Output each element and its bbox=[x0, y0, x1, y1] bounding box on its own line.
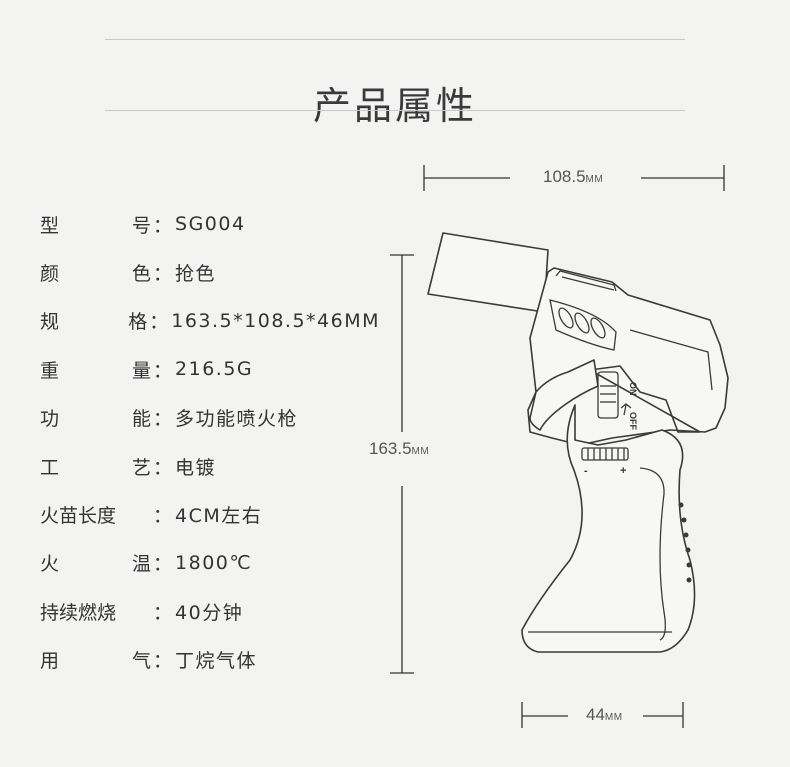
width-dimension-label: 108.5MM bbox=[543, 167, 604, 186]
torch-switch-panel bbox=[589, 365, 701, 433]
torch-vent-slot-1 bbox=[558, 307, 574, 329]
spec-label: 功能 bbox=[40, 408, 152, 431]
switch-on-label: ON bbox=[628, 382, 638, 396]
spec-row-craft: 工艺：电镀 bbox=[40, 442, 380, 490]
spec-label: 用气 bbox=[40, 650, 152, 673]
spec-row-flame-temp: 火温：1800℃ bbox=[40, 539, 380, 587]
spec-row-flame-length: 火苗长度：4CM左右 bbox=[40, 490, 380, 538]
spec-row-function: 功能：多功能喷火枪 bbox=[40, 394, 380, 442]
torch-head-body bbox=[527, 267, 729, 446]
dimension-lines bbox=[390, 165, 725, 728]
spec-label: 规格 bbox=[40, 311, 149, 334]
spec-row-size: 规格：163.5*108.5*46MM bbox=[40, 297, 380, 345]
spec-value-function: 多功能喷火枪 bbox=[175, 408, 299, 431]
torch-trigger bbox=[529, 359, 599, 431]
flame-minus-label: - bbox=[584, 465, 588, 477]
depth-dimension-label: 44MM bbox=[586, 705, 623, 724]
torch-grip-panel-edge bbox=[639, 467, 666, 641]
torch-power-switch bbox=[597, 371, 619, 419]
spec-label: 火苗长度 bbox=[40, 505, 117, 528]
page-title: 产品属性 bbox=[312, 84, 477, 129]
spec-label: 型号 bbox=[40, 214, 152, 237]
torch-vent-slot-3 bbox=[590, 317, 606, 339]
flame-plus-label: + bbox=[620, 465, 626, 477]
height-dimension-label: 163.5MM bbox=[369, 439, 430, 458]
spec-value-flame-length: 4CM左右 bbox=[175, 505, 263, 528]
spec-value-gas: 丁烷气体 bbox=[175, 650, 258, 673]
spec-label: 持续燃烧 bbox=[40, 601, 117, 624]
torch-handle bbox=[521, 404, 696, 653]
spec-label: 重量 bbox=[40, 359, 152, 382]
spec-label: 火温 bbox=[40, 553, 152, 576]
spec-value-model: SG004 bbox=[175, 213, 246, 236]
torch-markings: ON OFF - + bbox=[584, 382, 638, 477]
title-rule-top bbox=[105, 39, 685, 40]
spec-row-gas: 用气：丁烷气体 bbox=[40, 636, 380, 684]
spec-value-flame-temp: 1800℃ bbox=[175, 551, 253, 574]
torch-top-ridge-inner bbox=[561, 276, 615, 291]
torch-flame-adjust-wheel bbox=[581, 447, 629, 461]
spec-value-craft: 电镀 bbox=[175, 456, 217, 479]
spec-value-burn-time: 40分钟 bbox=[175, 601, 244, 624]
torch-grip-bumps bbox=[678, 502, 692, 583]
spec-label: 工艺 bbox=[40, 456, 152, 479]
torch-vent-housing bbox=[549, 299, 617, 351]
spec-list: 型号：SG004 颜色：抢色 规格：163.5*108.5*46MM 重量：21… bbox=[40, 200, 380, 684]
torch-vent-slot-2 bbox=[574, 312, 590, 334]
switch-off-label: OFF bbox=[628, 412, 638, 430]
spec-row-weight: 重量：216.5G bbox=[40, 345, 380, 393]
spec-value-color: 抢色 bbox=[175, 263, 217, 286]
torch-nozzle bbox=[427, 232, 549, 313]
torch-details bbox=[528, 270, 713, 641]
torch-illustration bbox=[427, 232, 729, 653]
title-rule-bottom bbox=[105, 110, 685, 111]
torch-top-ridge bbox=[555, 270, 617, 292]
torch-side-seam bbox=[629, 329, 713, 391]
spec-row-model: 型号：SG004 bbox=[40, 200, 380, 248]
spec-value-weight: 216.5G bbox=[175, 358, 254, 381]
spec-label: 颜色 bbox=[40, 263, 152, 286]
torch-switch-arrow bbox=[620, 403, 632, 416]
spec-value-size: 163.5*108.5*46MM bbox=[171, 309, 380, 332]
spec-row-color: 颜色：抢色 bbox=[40, 248, 380, 296]
spec-row-burn-time: 持续燃烧：40分钟 bbox=[40, 587, 380, 635]
